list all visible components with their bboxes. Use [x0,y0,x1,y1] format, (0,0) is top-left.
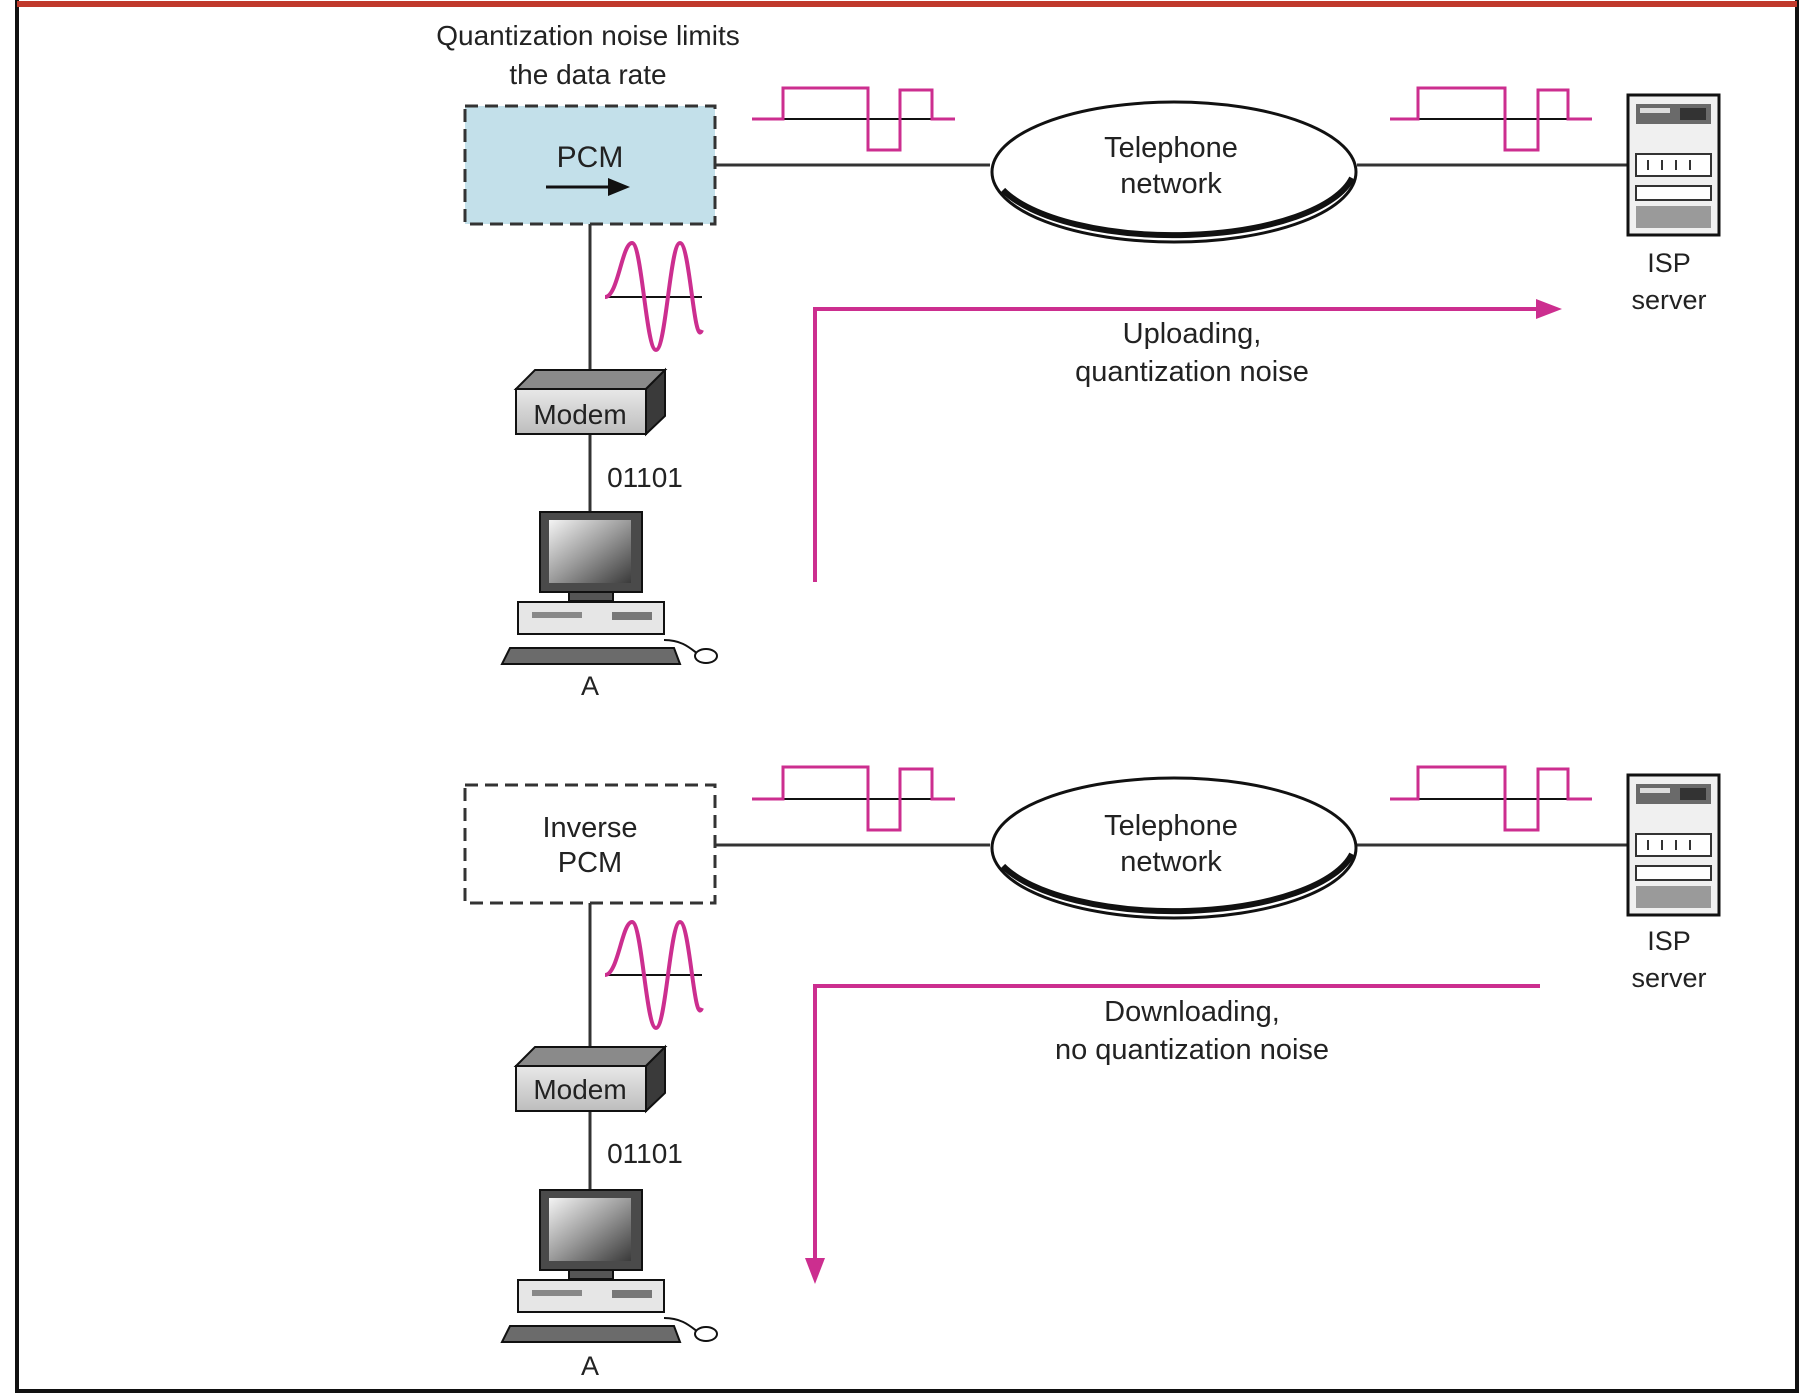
digital-signal-icon [752,86,955,152]
flow-arrow-icon [805,984,1540,1284]
inverse-pcm-converter-box [463,783,717,905]
server-icon [1626,93,1721,237]
analog-wave-icon [604,919,704,1031]
network-label-line2: network [1120,168,1222,200]
network-label-line1: Telephone [1104,810,1238,842]
flow-arrow-icon [813,299,1562,582]
download-section: Inverse PCM Telephone network [463,765,1721,1381]
server-label-line2: server [1631,963,1706,993]
arrow-right-icon [546,178,630,196]
figure-frame [15,0,1799,1393]
server-label-line1: ISP [1647,248,1691,278]
bits-label: 01101 [607,1138,683,1169]
telephone-network-cloud [990,100,1358,244]
download-flow-line2: no quantization noise [1055,1034,1329,1066]
upload-caption-line1: Quantization noise limits [436,20,739,51]
pcm-converter-box [463,104,717,226]
modem-label: Modem [533,1074,626,1105]
computer-label: A [581,671,599,701]
upload-flow-line1: Uploading, [1123,318,1262,350]
telephone-network-shadow [1000,852,1355,915]
digital-signal-icon [1390,765,1592,832]
digital-signal-icon [1390,86,1592,152]
inverse-pcm-label-line1: Inverse [542,812,637,844]
telephone-network-cloud [990,776,1358,920]
computer-icon [500,511,718,665]
modem-label: Modem [533,399,626,430]
upload-caption-line2: the data rate [509,59,666,90]
pcm-label: PCM [557,141,624,174]
analog-wave-icon [604,240,704,353]
download-flow-line1: Downloading, [1104,996,1280,1028]
upload-section: Quantization noise limits the data rate … [436,20,1721,701]
network-label-line1: Telephone [1104,132,1238,164]
telephone-network-shadow [1000,176,1355,239]
digital-signal-icon [752,765,955,832]
modem-icon [513,367,668,437]
inverse-pcm-label-line2: PCM [558,847,622,879]
server-label-line1: ISP [1647,926,1691,956]
server-icon [1626,773,1721,917]
server-label-line2: server [1631,285,1706,315]
modem-icon [513,1044,668,1114]
network-label-line2: network [1120,846,1222,878]
computer-label: A [581,1351,599,1381]
computer-icon [500,1189,718,1343]
upload-flow-line2: quantization noise [1075,356,1309,388]
bits-label: 01101 [607,462,683,493]
